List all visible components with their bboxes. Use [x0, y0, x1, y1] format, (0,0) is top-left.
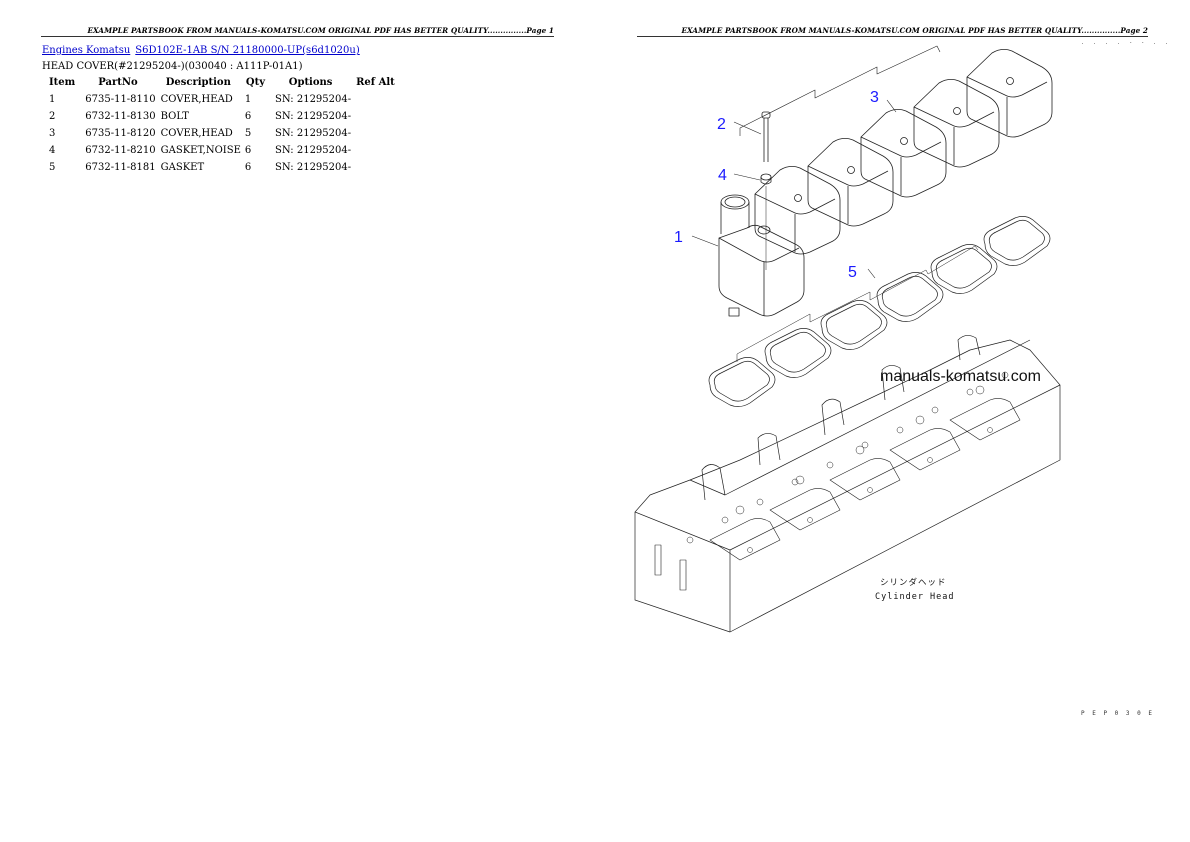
page-1: EXAMPLE PARTSBOOK FROM MANUALS-KOMATSU.C… — [41, 26, 554, 176]
diagram-bottom-code: P E P 0 3 0 E — [1081, 710, 1154, 717]
cell-refalt — [351, 91, 400, 108]
cell-description: GASKET — [160, 161, 205, 173]
diagram-label-jp: シリンダヘッド — [880, 577, 947, 588]
cell-options: SN: 21295204- — [275, 127, 352, 139]
parts-table: Item PartNo Description Qty Options Ref … — [44, 76, 400, 176]
cell-refalt — [351, 125, 400, 142]
callout-5: 5 — [848, 264, 857, 281]
table-header-row: Item PartNo Description Qty Options Ref … — [44, 76, 400, 91]
watermark-text: manuals-komatsu.com — [880, 368, 1041, 385]
cell-item: 1 — [49, 93, 56, 105]
col-partno: PartNo — [98, 77, 138, 88]
cell-item: 5 — [49, 161, 56, 173]
cell-item: 3 — [49, 127, 56, 139]
page-header: EXAMPLE PARTSBOOK FROM MANUALS-KOMATSU.C… — [87, 26, 554, 35]
exploded-parts-diagram: 2 3 4 1 5 manuals-komatsu.com シリンダヘッド Cy… — [634, 45, 1061, 633]
cell-refalt — [351, 142, 400, 159]
table-row: 5 6732-11-8181 GASKET 6 SN: 21295204- — [44, 159, 400, 176]
col-refalt: Ref Alt — [356, 77, 395, 88]
cell-qty: 1 — [244, 93, 252, 105]
cell-qty: 6 — [244, 110, 252, 122]
breadcrumb: Engines Komatsu S6D102E-1AB S/N 21180000-… — [42, 45, 365, 56]
cell-partno: 6732-11-8130 — [85, 110, 156, 122]
col-item: Item — [49, 77, 76, 88]
cell-refalt — [351, 108, 400, 125]
diagram-top-code: . . . . - - . . — [1081, 40, 1172, 46]
breadcrumb-link-engines-komatsu[interactable]: Engines Komatsu — [42, 45, 131, 56]
cell-options: SN: 21295204- — [275, 161, 352, 173]
cell-description: COVER,HEAD — [160, 127, 233, 139]
table-row: 4 6732-11-8210 GASKET,NOISE 6 SN: 212952… — [44, 142, 400, 159]
callout-4: 4 — [718, 167, 727, 184]
cell-partno: 6735-11-8120 — [85, 127, 156, 139]
breadcrumb-link-model[interactable]: S6D102E-1AB S/N 21180000-UP(s6d1020u) — [135, 45, 360, 56]
table-row: 1 6735-11-8110 COVER,HEAD 1 SN: 21295204… — [44, 91, 400, 108]
front-head-cover — [718, 194, 805, 317]
page-header: EXAMPLE PARTSBOOK FROM MANUALS-KOMATSU.C… — [681, 26, 1148, 35]
cylinder-head — [634, 335, 1061, 633]
diagram-label-en: Cylinder Head — [875, 592, 955, 602]
header-divider — [41, 36, 554, 37]
cell-options: SN: 21295204- — [275, 93, 352, 105]
cell-item: 2 — [49, 110, 56, 122]
callout-3: 3 — [870, 89, 879, 106]
callouts: 2 3 4 1 5 — [674, 89, 879, 281]
header-divider — [637, 36, 1148, 37]
col-qty: Qty — [245, 77, 266, 88]
callout-2: 2 — [717, 116, 726, 133]
cell-description: COVER,HEAD — [160, 93, 233, 105]
cell-refalt — [351, 159, 400, 176]
page-2: EXAMPLE PARTSBOOK FROM MANUALS-KOMATSU.C… — [595, 0, 1190, 842]
col-description: Description — [165, 77, 231, 88]
cell-item: 4 — [49, 144, 56, 156]
bolt-and-washer — [760, 111, 772, 270]
cell-qty: 6 — [244, 144, 252, 156]
cell-description: BOLT — [160, 110, 189, 122]
callout-1: 1 — [674, 229, 683, 246]
gasket-row — [708, 216, 1051, 407]
cell-partno: 6735-11-8110 — [85, 93, 156, 105]
cell-partno: 6732-11-8210 — [85, 144, 156, 156]
section-title: HEAD COVER(#21295204-)(030040 : A111P-01… — [42, 61, 303, 72]
leader-lines — [691, 99, 897, 279]
cell-options: SN: 21295204- — [275, 110, 352, 122]
cell-description: GASKET,NOISE — [160, 144, 241, 156]
cell-partno: 6732-11-8181 — [85, 161, 156, 173]
col-options: Options — [288, 77, 333, 88]
cell-qty: 5 — [244, 127, 252, 139]
head-cover-row — [739, 45, 1053, 255]
cell-options: SN: 21295204- — [275, 144, 352, 156]
cell-qty: 6 — [244, 161, 252, 173]
table-row: 2 6732-11-8130 BOLT 6 SN: 21295204- — [44, 108, 400, 125]
table-row: 3 6735-11-8120 COVER,HEAD 5 SN: 21295204… — [44, 125, 400, 142]
